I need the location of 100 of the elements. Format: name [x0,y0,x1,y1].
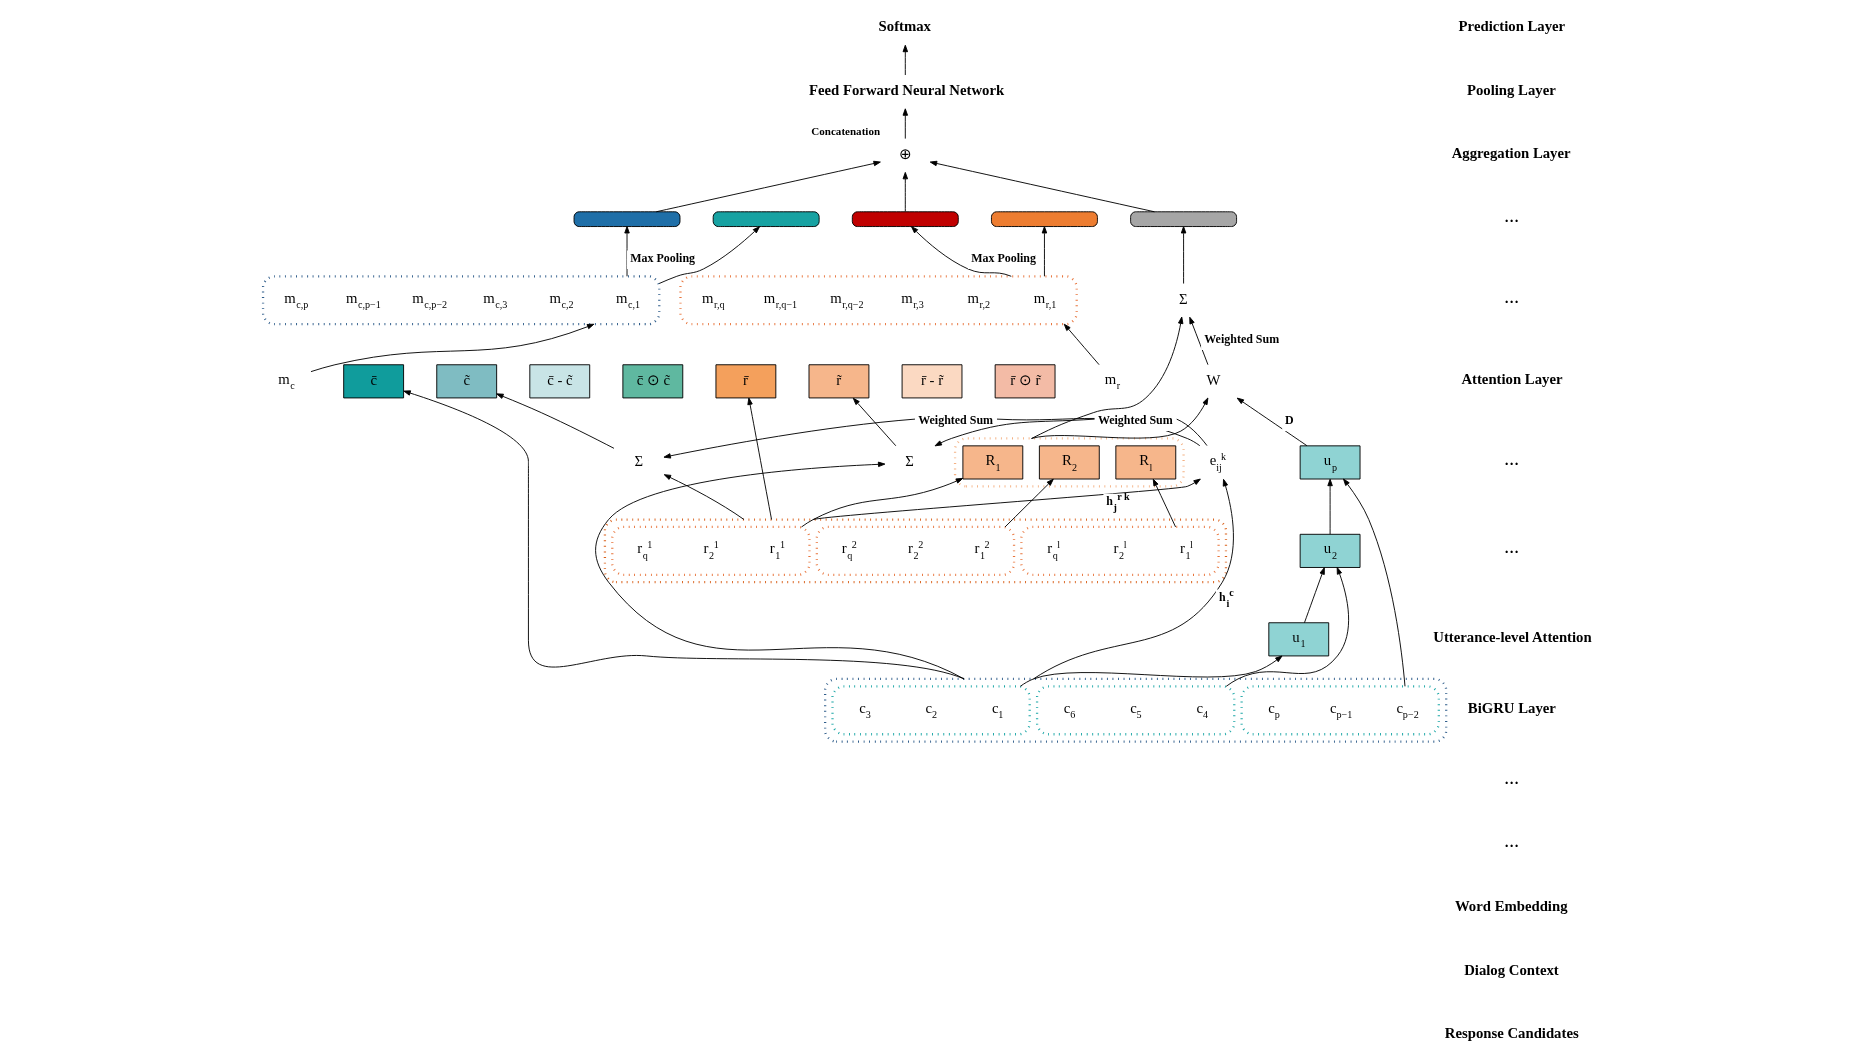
label: Response Candidates [1444,1025,1579,1042]
node-text: c$_{3}$ [859,699,871,721]
arrow [852,397,897,447]
label: … [1504,289,1519,306]
node-text: c$_{5}$ [1130,699,1142,721]
label: Pooling Layer [1466,81,1556,98]
node-box: c̄ [343,364,405,399]
node-text: m$_{r,2}$ [967,289,991,311]
label: … [1504,770,1519,787]
arrow [902,108,908,140]
node-text: c$_{2}$ [925,699,938,721]
arrow [595,461,965,680]
cluster [1020,525,1220,576]
arrow [929,160,1155,213]
cluster [261,275,661,326]
node-text: m$_{r,q−1}$ [763,289,798,311]
cluster [611,525,811,576]
arrow [1041,226,1048,277]
node-text: m$_{r}$ [1104,370,1121,392]
edge-label: Max Pooling [971,250,1037,265]
cluster [679,275,1078,326]
edge-label: Weighted Sum [1097,413,1173,428]
node-box: R$_{2}$ [1038,445,1100,480]
arrow [1004,478,1054,528]
node-bar [1130,211,1238,227]
label: Dialog Context [1464,961,1559,978]
edge-label: Weighted Sum [918,413,994,428]
label: BiGRU Layer [1467,699,1556,716]
node-text: W [1206,371,1221,388]
node-box: R$_{1}$ [962,445,1024,480]
node-text: m$_{r,q−2}$ [830,289,864,311]
label: Word Embedding [1454,897,1568,914]
node-label: Concatenation [811,124,881,137]
label: … [1504,452,1519,469]
edge-label: Weighted Sum [1204,332,1280,347]
arrow [902,171,908,213]
label: Aggregation Layer [1451,145,1571,162]
arrow [1304,567,1325,624]
edge-label: Max Pooling [630,250,696,265]
node-box: c̃ [436,364,498,399]
node-box: u$_{1}$ [1268,622,1330,657]
arrow [911,226,1012,277]
node-text: Σ [905,452,914,469]
arrow [1327,478,1333,535]
node-text: c$_{p}$ [1268,699,1280,721]
node-bar [712,211,820,227]
arrow [902,44,908,76]
label: Prediction Layer [1458,18,1566,35]
node-box: c̄ - c̃ [529,364,591,399]
node-text: c$_{p−1}$ [1330,699,1353,721]
arrow [658,226,760,284]
node-bar [573,211,681,227]
arrow [1236,397,1308,447]
node-box: r̄ [715,364,777,399]
node-bar [851,211,959,227]
arrow [1031,397,1209,439]
label: Utterance-level Attention [1433,628,1592,645]
arrow [1343,478,1406,687]
arrow [496,393,615,449]
node-text: Σ [1178,290,1188,307]
node-text: m$_{c,3}$ [483,289,508,311]
node-text: c$_{p−2}$ [1396,699,1419,721]
arrow [1225,567,1350,687]
node-box: c̄ ⊙ c̃ [622,364,684,399]
arrow [663,474,745,520]
arrow [1180,226,1187,284]
arrow [403,390,965,680]
node-text: m$_{r,1}$ [1033,289,1057,311]
cluster [1035,685,1236,736]
node-text: c$_{4}$ [1196,699,1208,721]
node-box: r̄ ⊙ r̃ [994,364,1056,399]
node-text: ⊕ [898,146,912,163]
arrow [624,226,630,277]
node-text: m$_{r,q}$ [702,289,725,311]
node-bar [991,211,1098,227]
node-text: m$_{r,3}$ [901,289,924,311]
label: Attention Layer [1461,370,1563,387]
arrow [310,323,595,373]
node-text: m$_{c,p−2}$ [412,289,448,311]
label: … [1504,834,1519,851]
arrow [1189,316,1209,366]
node-text: m$_{c}$ [278,370,295,392]
cluster [603,518,1228,584]
cluster [815,525,1016,576]
node-text: m$_{c,1}$ [615,289,641,311]
arrow [801,477,964,528]
node-text: m$_{c,2}$ [549,289,574,311]
label: … [1504,208,1519,225]
cluster [831,685,1031,736]
node-text: Σ [634,452,643,469]
node-box: r̃ [808,364,870,399]
arrow [1031,316,1184,439]
arrow [812,478,1201,520]
node-box: r̄ - r̃ [901,364,963,399]
arrow [1152,478,1177,528]
node-text: m$_{c,p−1}$ [345,289,381,311]
cluster [824,677,1448,743]
node-box: u$_{p}$ [1299,445,1361,480]
label: … [1504,540,1519,557]
node-text: c$_{6}$ [1063,699,1076,721]
